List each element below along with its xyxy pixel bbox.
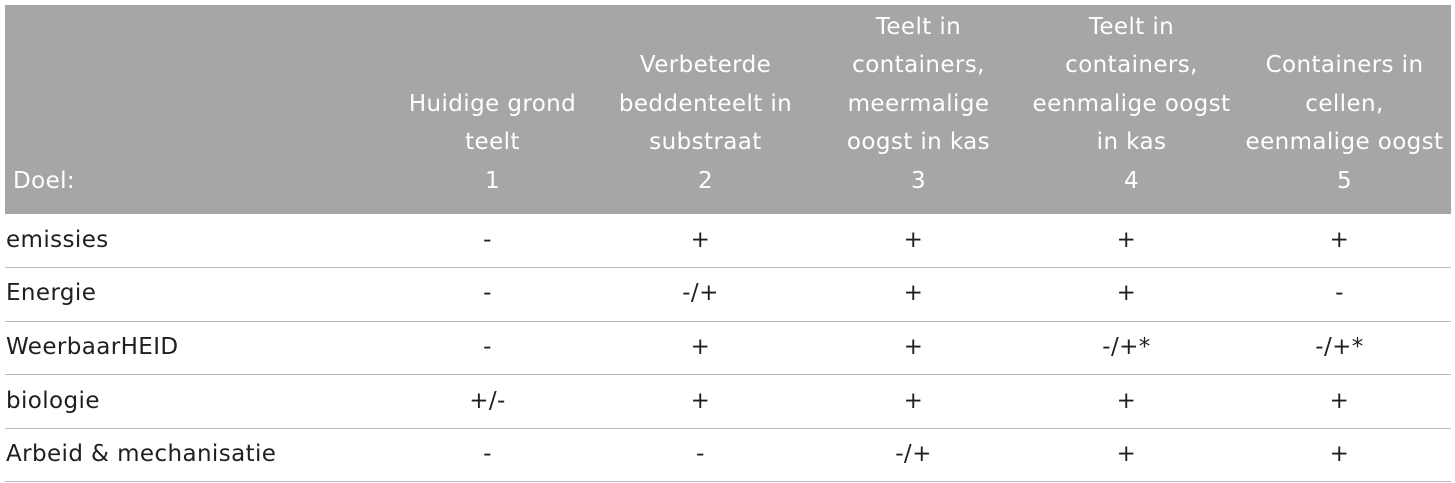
table-row: WeerbaarHEID - + + -/+* -/+* — [5, 321, 1451, 375]
table-cell: +/- — [469, 387, 506, 414]
table-cell: + — [1329, 387, 1350, 414]
column-number: 5 — [1336, 167, 1353, 194]
table-cell: + — [903, 387, 924, 414]
table-cell: + — [903, 226, 924, 253]
column-header-3: Teelt in containers, meermalige oogst in… — [812, 5, 1025, 214]
column-number: 2 — [697, 167, 714, 194]
comparison-table: Doel: Huidige grond teelt 1 Verbeterde b… — [5, 5, 1451, 482]
table-cell: - — [483, 226, 492, 253]
column-title: Verbeterde beddenteelt in substraat — [618, 52, 793, 155]
table-row: Energie - -/+ + + - — [5, 268, 1451, 322]
table-header-row: Doel: Huidige grond teelt 1 Verbeterde b… — [5, 5, 1451, 214]
table-cell: + — [903, 280, 924, 307]
column-number: 4 — [1123, 167, 1140, 194]
column-header-1: Huidige grond teelt 1 — [386, 5, 599, 214]
row-label: Arbeid & mechanisatie — [6, 441, 277, 468]
table-cell: - — [483, 333, 492, 360]
table-cell: -/+ — [895, 441, 932, 468]
table-cell: -/+* — [1315, 333, 1364, 360]
column-title: Teelt in containers, meermalige oogst in… — [846, 13, 991, 156]
table-row: Arbeid & mechanisatie - - -/+ + + — [5, 428, 1451, 482]
column-header-5: Containers in cellen, eenmalige oogst 5 — [1238, 5, 1451, 214]
table-cell: + — [690, 226, 711, 253]
column-number: 1 — [484, 167, 501, 194]
table-cell: + — [903, 333, 924, 360]
column-header-2: Verbeterde beddenteelt in substraat 2 — [599, 5, 812, 214]
row-label: emissies — [6, 226, 109, 253]
table-cell: + — [1116, 441, 1137, 468]
table-cell: + — [1116, 387, 1137, 414]
column-title: Teelt in containers, eenmalige oogst in … — [1032, 13, 1231, 156]
column-number: 3 — [910, 167, 927, 194]
table-row: biologie +/- + + + + — [5, 375, 1451, 429]
table-cell: -/+* — [1102, 333, 1151, 360]
table-row: emissies - + + + + — [5, 214, 1451, 268]
table-cell: -/+ — [682, 280, 719, 307]
column-title: Containers in cellen, eenmalige oogst — [1245, 52, 1444, 155]
table-cell: + — [690, 333, 711, 360]
table-cell: + — [1329, 441, 1350, 468]
table-cell: - — [1335, 280, 1344, 307]
table-cell: + — [690, 387, 711, 414]
column-header-4: Teelt in containers, eenmalige oogst in … — [1025, 5, 1238, 214]
table-cell: - — [483, 441, 492, 468]
table-cell: - — [696, 441, 705, 468]
table-cell: + — [1116, 226, 1137, 253]
table-cell: - — [483, 280, 492, 307]
table-cell: + — [1116, 280, 1137, 307]
row-label: biologie — [6, 387, 100, 414]
table-cell: + — [1329, 226, 1350, 253]
column-title: Huidige grond teelt — [408, 90, 577, 156]
row-label: WeerbaarHEID — [6, 333, 179, 360]
row-label: Energie — [6, 280, 97, 307]
header-label: Doel: — [13, 167, 76, 194]
